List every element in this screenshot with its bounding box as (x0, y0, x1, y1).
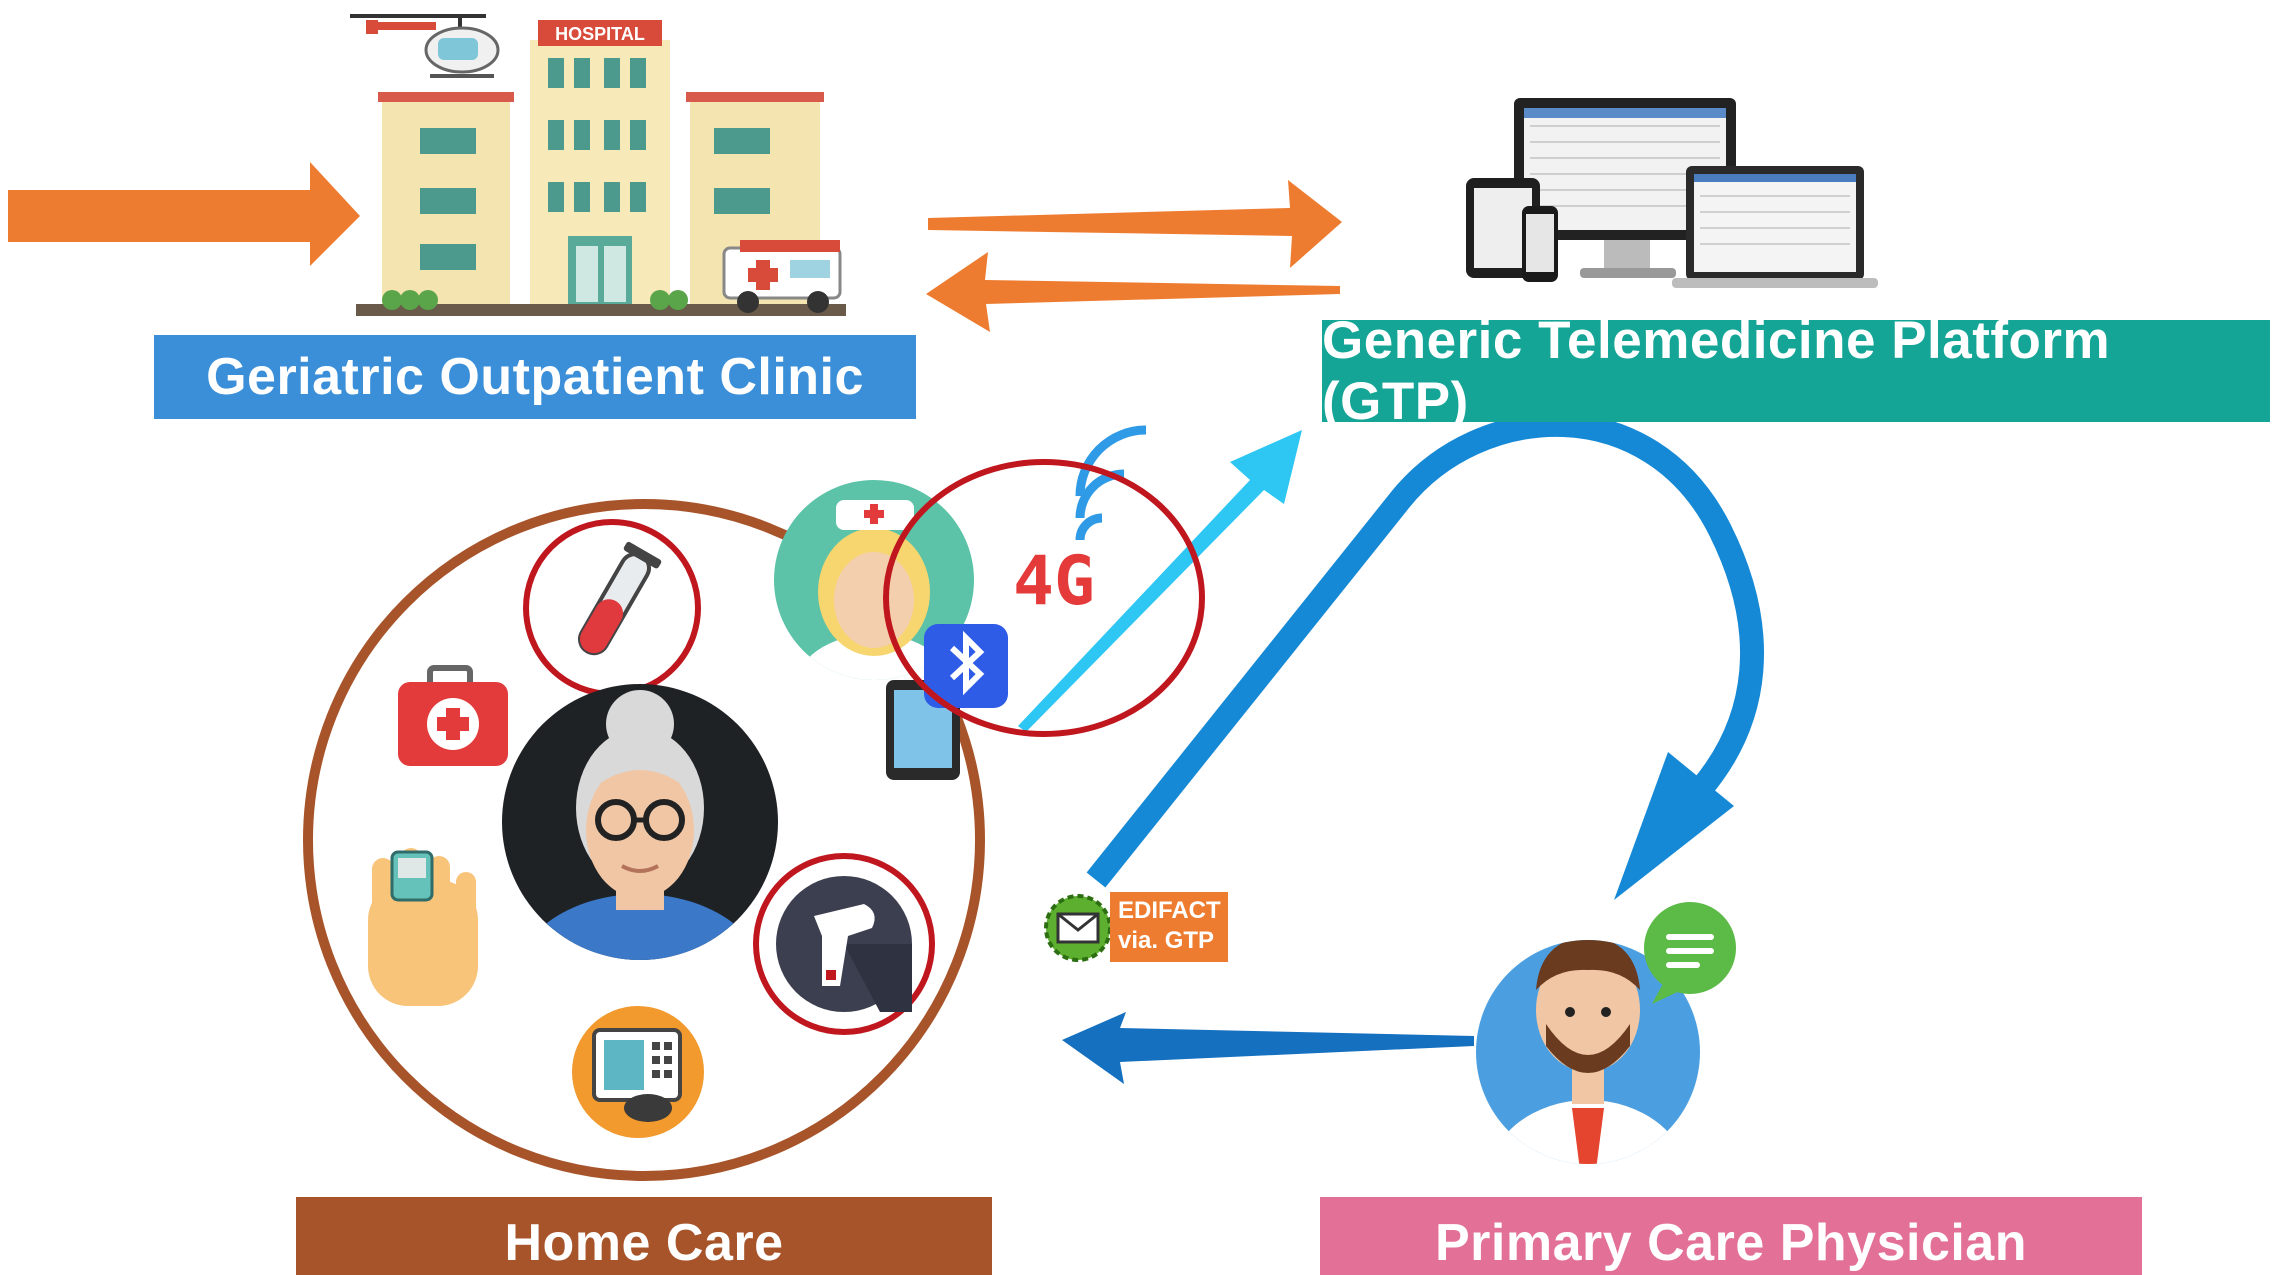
chat-bubble-icon (1644, 902, 1736, 1004)
edifact-tag: EDIFACT via. GTP (1110, 892, 1228, 962)
4g-badge: 4G (1013, 542, 1095, 621)
test-tube-icon (523, 519, 701, 697)
physician-to-home-arrow (1062, 1012, 1474, 1084)
clinic-label-bg (154, 335, 916, 419)
gtp-label: Generic Telemedicine Platform (GTP) (1322, 311, 2111, 431)
pulse-oximeter-icon (368, 848, 478, 1006)
home-to-gtp-arrow (1018, 430, 1302, 732)
hospital-illustration: HOSPITAL (350, 14, 846, 316)
hospital-sign: HOSPITAL (555, 24, 645, 44)
edifact-line2: via. GTP (1118, 927, 1215, 954)
gtp-to-physician-curved-arrow (1086, 413, 1764, 900)
nurse-icon (774, 480, 974, 680)
home-care-label: Home Care (504, 1214, 784, 1272)
gtp-label-bg (1322, 320, 2270, 422)
gtp-to-clinic-arrow (926, 252, 1340, 332)
clinic-label: Geriatric Outpatient Clinic (206, 348, 864, 406)
elderly-patient-icon (502, 684, 778, 960)
connectivity-highlight-ring (883, 459, 1205, 737)
helicopter-icon (350, 14, 500, 78)
doctor-icon (1476, 940, 1700, 1164)
clinic-to-gtp-arrow (928, 180, 1342, 268)
physician-label: Primary Care Physician (1435, 1214, 2027, 1272)
home-care-circle (303, 499, 985, 1181)
orange-input-arrow (8, 162, 360, 266)
edifact-line1: EDIFACT (1118, 897, 1221, 924)
connectivity-cluster: 4G (883, 425, 1205, 780)
ambulance-icon (722, 240, 842, 313)
bluetooth-icon (924, 624, 1008, 708)
edifact-tag-bg (1110, 892, 1228, 962)
pcp-label-bg (1320, 1197, 2142, 1275)
blood-pressure-monitor-icon (572, 1006, 704, 1138)
devices-icon (1466, 98, 1878, 288)
thermometer-icon (753, 853, 935, 1035)
email-icon (1044, 894, 1112, 962)
4g-signal-icon: 4G (1013, 425, 1147, 621)
home-label-bg (296, 1197, 992, 1275)
first-aid-kit-icon (398, 665, 508, 766)
